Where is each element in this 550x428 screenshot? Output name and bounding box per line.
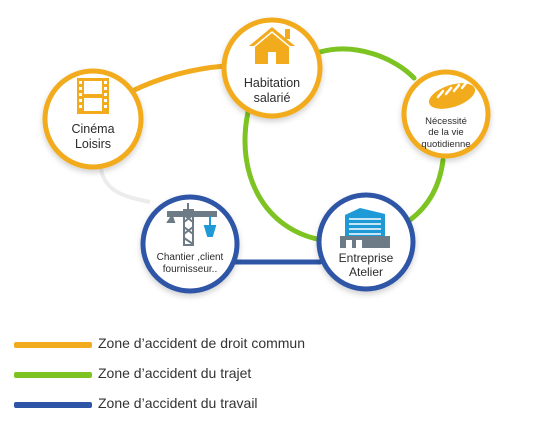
legend-item-travail: Zone d’accident du travail: [14, 392, 534, 422]
trajet-link-habitation-necessite: [317, 46, 417, 81]
crane-icon: [166, 203, 217, 246]
legend-item-trajet: Zone d’accident du trajet: [14, 362, 534, 392]
node-cinema-circle: [42, 68, 144, 170]
trajet-loop: [242, 109, 325, 243]
house-icon: [249, 27, 295, 64]
legend: Zone d’accident de droit commun Zone d’a…: [14, 332, 534, 422]
legend-swatch-droit-commun: [14, 342, 92, 348]
legend-item-droit-commun: Zone d’accident de droit commun: [14, 332, 534, 362]
legend-label-trajet: Zone d’accident du trajet: [98, 365, 252, 381]
trajet-link-necessite-entreprise: [407, 157, 446, 223]
legend-swatch-travail: [14, 402, 92, 408]
legend-swatch-trajet: [14, 372, 92, 378]
bread-icon: [428, 81, 476, 109]
legend-label-travail: Zone d’accident du travail: [98, 395, 258, 411]
node-necessite-circle: [401, 69, 491, 159]
node-habitation-circle: [221, 17, 323, 119]
building-icon: [340, 208, 390, 248]
film-icon: [77, 78, 109, 114]
legend-label-droit-commun: Zone d’accident de droit commun: [98, 335, 305, 351]
diagram-canvas: [42, 17, 491, 294]
droit-commun-link-cinema-habitation: [127, 63, 228, 95]
